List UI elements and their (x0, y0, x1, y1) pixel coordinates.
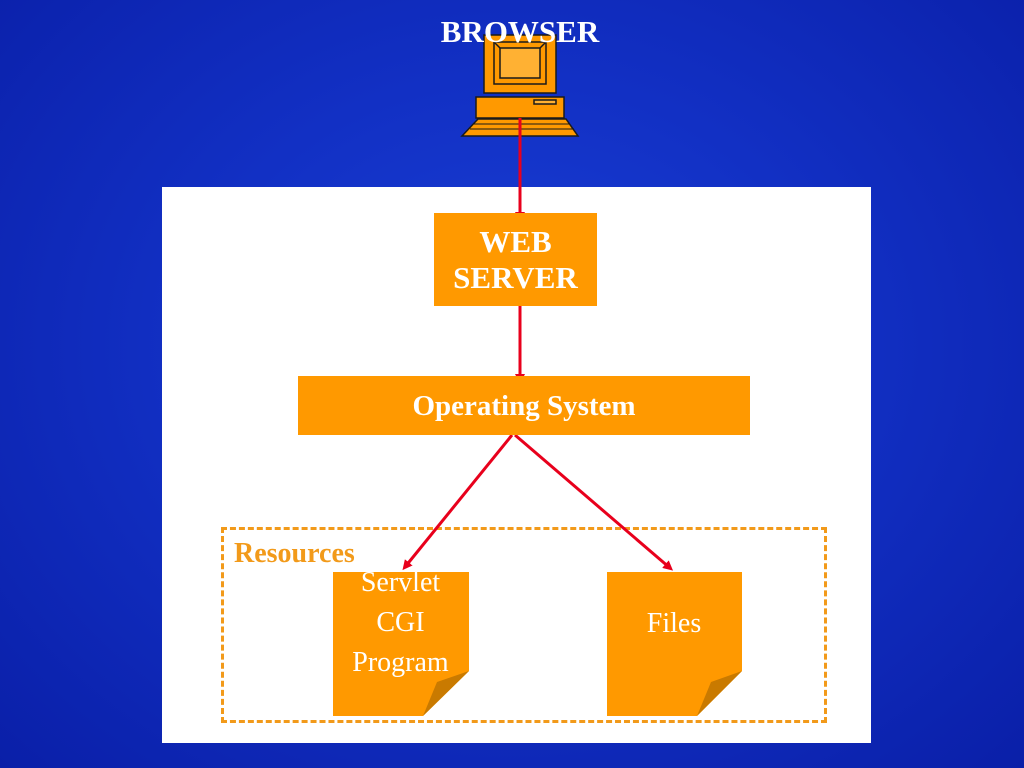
operating-system-label: Operating System (412, 389, 636, 422)
web-server-label-line2: SERVER (453, 259, 578, 295)
resources-group (221, 527, 827, 723)
web-server-label-line1: WEB (479, 223, 552, 259)
operating-system-box: Operating System (298, 376, 750, 435)
files-note-shape (607, 572, 742, 716)
resources-label: Resources (234, 538, 355, 569)
servlet-cgi-program-label: Servlet CGI Program (332, 563, 469, 683)
computer-icon (460, 34, 580, 137)
servlet-note-shape (333, 572, 469, 716)
servlet-label-line2: CGI (376, 607, 425, 638)
servlet-label-line1: Servlet (360, 567, 441, 598)
files-label: Files (646, 608, 702, 639)
browser-title: BROWSER (440, 14, 600, 49)
servlet-label-line3: Program (352, 647, 449, 678)
web-server-box: WEB SERVER (434, 213, 597, 306)
arrow-os-to-files (514, 433, 674, 571)
arrow-os-to-servlet (402, 434, 514, 571)
